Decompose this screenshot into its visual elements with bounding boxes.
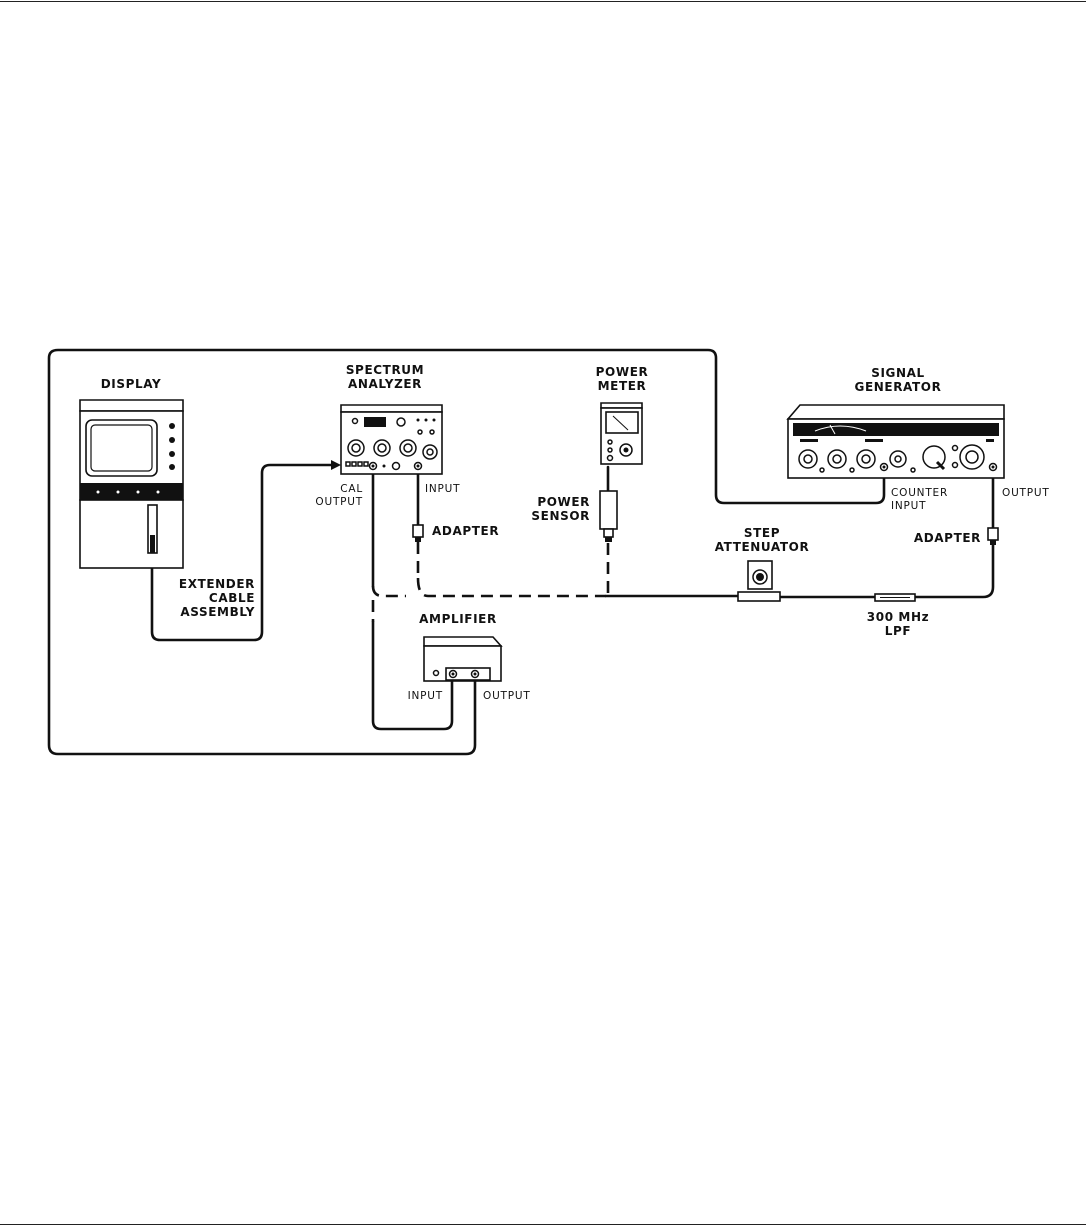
step-attenuator-unit [737, 560, 781, 602]
signal-generator-label-line1: SIGNAL [871, 366, 925, 380]
top-page-rule [0, 1, 1086, 2]
bottom-page-rule [0, 1224, 1086, 1225]
cal-output-label-line1: CAL [340, 483, 363, 495]
power-meter-label-line2: METER [598, 379, 647, 393]
extender-cable-arrow [331, 460, 341, 470]
amplifier-label: AMPLIFIER [419, 612, 497, 626]
lpf-label-line1: 300 MHz [867, 610, 929, 624]
power-sensor [599, 490, 618, 542]
power-sensor-label-line2: SENSOR [531, 509, 590, 523]
spectrum-analyzer-unit [340, 404, 443, 475]
lpf-label-line2: LPF [885, 624, 911, 638]
counter-input-label-line2: INPUT [891, 500, 926, 512]
sg-adapter [987, 527, 999, 545]
step-attenuator-label-line2: ATTENUATOR [715, 540, 810, 554]
amplifier-unit [423, 636, 503, 682]
signal-generator-label-line2: GENERATOR [855, 380, 942, 394]
counter-input-label-line1: COUNTER [891, 487, 948, 499]
dashed-bus-input [416, 577, 606, 598]
attenuator-to-sg-cable [778, 543, 995, 599]
extender-cable-label-line1: EXTENDER [179, 577, 255, 591]
amp-output-label: OUTPUT [483, 690, 531, 702]
amp-input-label: INPUT [408, 690, 443, 702]
sa-adapter [412, 524, 424, 542]
cal-to-amp-cable [371, 620, 454, 731]
power-sensor-label-line1: POWER [537, 495, 590, 509]
display-label: DISPLAY [101, 377, 162, 391]
spectrum-analyzer-label-line1: SPECTRUM [346, 363, 424, 377]
spectrum-analyzer-label-line2: ANALYZER [348, 377, 422, 391]
sg-output-label: OUTPUT [1002, 487, 1050, 499]
display-unit [79, 399, 184, 569]
sa-adapter-label: ADAPTER [432, 524, 499, 538]
power-meter-label-line1: POWER [596, 365, 649, 379]
lpf-filter [874, 593, 916, 602]
power-meter-unit [600, 402, 643, 465]
extender-cable-label-line2: CABLE [209, 591, 255, 605]
counter-feedback-cable [47, 348, 886, 756]
step-attenuator-label-line1: STEP [744, 526, 780, 540]
extender-cable [150, 463, 338, 642]
dashed-bus-cal [371, 585, 406, 598]
sg-adapter-label: ADAPTER [914, 531, 981, 545]
cal-output-label-line2: OUTPUT [315, 496, 363, 508]
extender-cable-label-line3: ASSEMBLY [180, 605, 255, 619]
sa-input-label: INPUT [425, 483, 460, 495]
signal-generator-unit [786, 404, 1005, 479]
